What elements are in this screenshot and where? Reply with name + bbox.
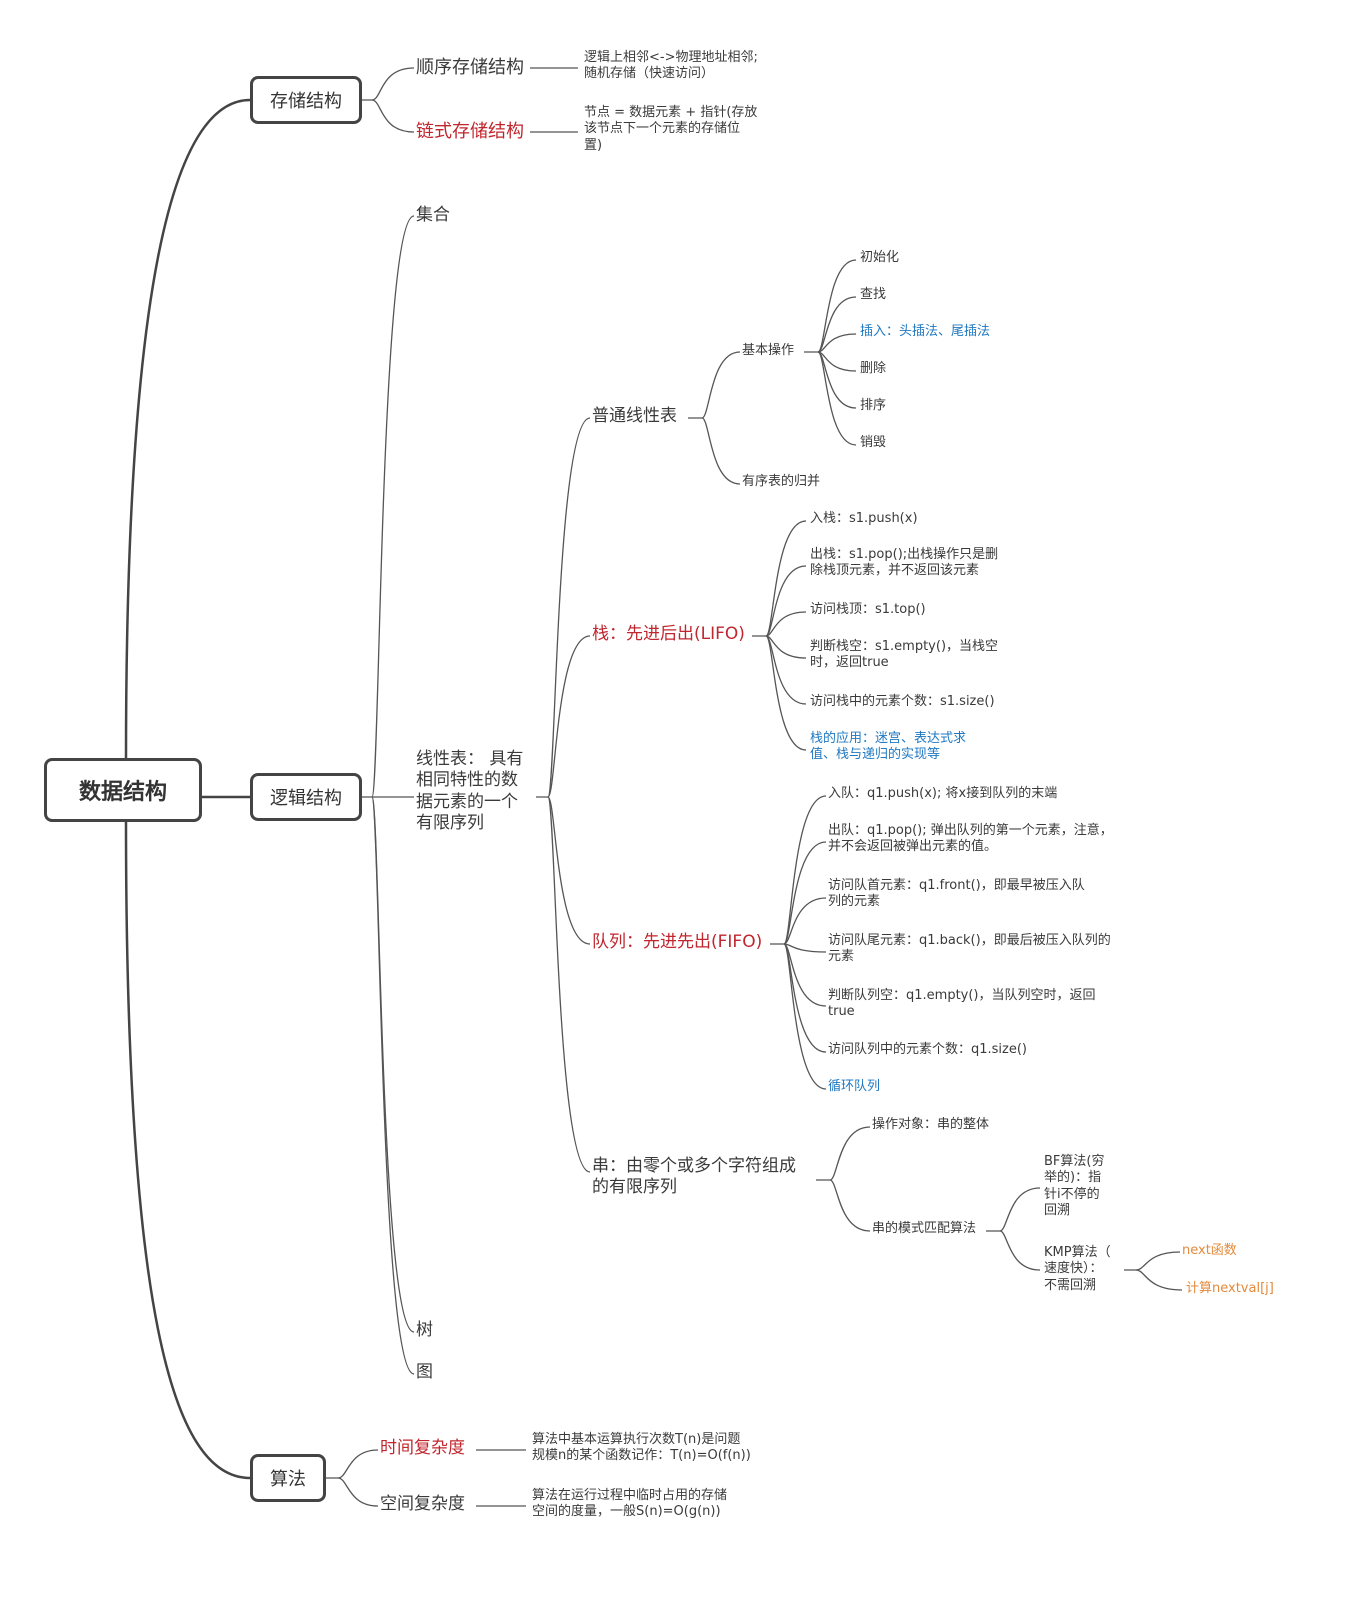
stack-apps[interactable]: 栈的应用：迷宫、表达式求 值、栈与递归的实现等 [810, 731, 967, 763]
sequential-storage-node[interactable]: 顺序存储结构 [416, 57, 524, 78]
op-search[interactable]: 查找 [860, 287, 887, 302]
basic-ops-node[interactable]: 基本操作 [742, 343, 795, 358]
storage-structure-node[interactable]: 存储结构 [250, 76, 362, 124]
nextval-calc[interactable]: 计算nextval[j] [1186, 1281, 1274, 1296]
op-insert[interactable]: 插入：头插法、尾插法 [860, 324, 991, 339]
string-node[interactable]: 串：由零个或多个字符组成 的有限序列 [592, 1156, 796, 1198]
stack-push[interactable]: 入栈：s1.push(x) [810, 511, 918, 526]
circular-queue[interactable]: 循环队列 [828, 1079, 881, 1094]
op-delete[interactable]: 删除 [860, 361, 887, 376]
set-node[interactable]: 集合 [416, 205, 450, 225]
root-node[interactable]: 数据结构 [44, 758, 202, 822]
next-function[interactable]: next函数 [1182, 1243, 1237, 1258]
string-operation-object[interactable]: 操作对象：串的整体 [872, 1117, 990, 1132]
op-destroy[interactable]: 销毁 [860, 435, 887, 450]
op-init[interactable]: 初始化 [860, 250, 900, 265]
graph-node[interactable]: 图 [416, 1362, 433, 1382]
stack-node[interactable]: 栈：先进后出(LIFO) [592, 624, 745, 644]
linked-storage-desc: 节点 = 数据元素 + 指针(存放 该节点下一个元素的存储位 置) [584, 105, 758, 153]
queue-size[interactable]: 访问队列中的元素个数：q1.size() [828, 1042, 1028, 1057]
stack-pop[interactable]: 出栈：s1.pop();出栈操作只是删 除栈顶元素，并不返回该元素 [810, 547, 999, 579]
logical-structure-node[interactable]: 逻辑结构 [250, 773, 362, 821]
queue-front[interactable]: 访问队首元素：q1.front()，即最早被压入队 列的元素 [828, 878, 1085, 910]
ordered-merge-node[interactable]: 有序表的归并 [742, 474, 821, 489]
string-pattern-matching[interactable]: 串的模式匹配算法 [872, 1221, 977, 1236]
linear-list-node[interactable]: 线性表： 具有 相同特性的数 据元素的一个 有限序列 [416, 749, 524, 833]
stack-empty[interactable]: 判断栈空：s1.empty()，当栈空 时，返回true [810, 639, 999, 671]
queue-empty[interactable]: 判断队列空：q1.empty()，当队列空时，返回 true [828, 988, 1096, 1020]
linked-storage-node[interactable]: 链式存储结构 [416, 121, 524, 142]
bf-algorithm[interactable]: BF算法(穷 举的)：指 针i不停的 回溯 [1044, 1154, 1105, 1218]
stack-top[interactable]: 访问栈顶：s1.top() [810, 602, 926, 617]
queue-back[interactable]: 访问队尾元素：q1.back()，即最后被压入队列的 元素 [828, 933, 1111, 965]
sequential-storage-desc: 逻辑上相邻<->物理地址相邻; 随机存储（快速访问） [584, 50, 758, 82]
space-complexity-desc: 算法在运行过程中临时占用的存储 空间的度量，一般S(n)=O(g(n)) [532, 1488, 728, 1520]
queue-node[interactable]: 队列：先进先出(FIFO) [592, 932, 763, 952]
op-sort[interactable]: 排序 [860, 398, 887, 413]
kmp-algorithm[interactable]: KMP算法（ 速度快）： 不需回溯 [1044, 1245, 1111, 1293]
normal-list-node[interactable]: 普通线性表 [592, 406, 677, 426]
tree-node[interactable]: 树 [416, 1320, 433, 1340]
queue-pop[interactable]: 出队：q1.pop(); 弹出队列的第一个元素，注意， 并不会返回被弹出元素的值… [828, 823, 1113, 855]
stack-size[interactable]: 访问栈中的元素个数：s1.size() [810, 694, 995, 709]
queue-push[interactable]: 入队：q1.push(x); 将x接到队列的末端 [828, 786, 1058, 801]
space-complexity-node[interactable]: 空间复杂度 [380, 1494, 465, 1514]
time-complexity-node[interactable]: 时间复杂度 [380, 1438, 465, 1458]
algorithm-node[interactable]: 算法 [250, 1454, 326, 1502]
time-complexity-desc: 算法中基本运算执行次数T(n)是问题 规模n的某个函数记作：T(n)=O(f(n… [532, 1432, 751, 1464]
